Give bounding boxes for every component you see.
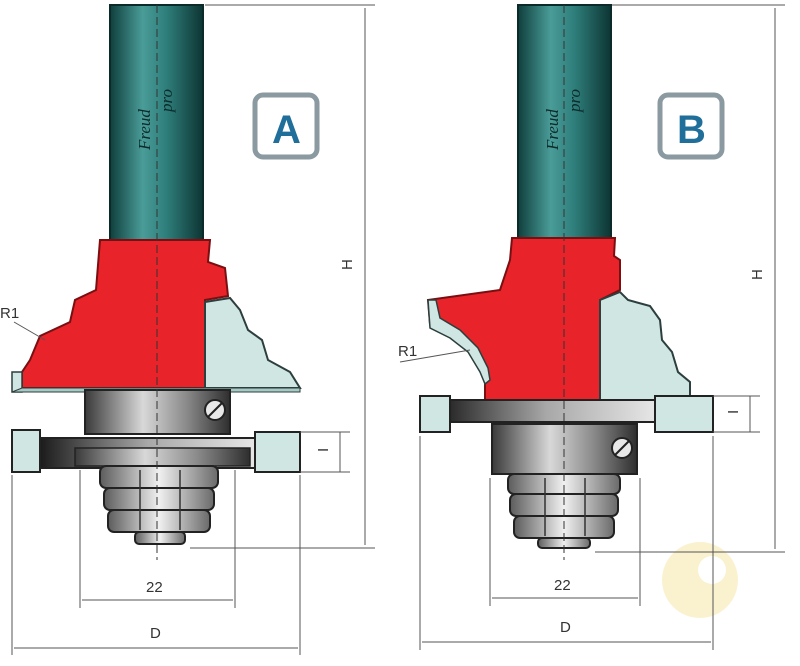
cutter-a: Freud pro H I (0, 4, 375, 655)
cutter-b-badge (657, 92, 725, 160)
cutter-a-body (21, 239, 230, 389)
cutter-a-dim-i: I (315, 448, 332, 452)
cutter-b-plate (437, 399, 656, 423)
cutter-a-dim-d: D (150, 625, 161, 642)
cutter-b-profile (599, 290, 691, 403)
cutter-b-dim-i: I (725, 410, 742, 414)
cutter-a-badge (252, 92, 320, 160)
cutter-b-dim-d: D (560, 619, 571, 636)
cutter-a-dim-r1: R1 (0, 305, 19, 322)
cutter-b-label: B (677, 108, 706, 152)
cutter-a-dim-h: H (339, 259, 356, 270)
watermark-logo (662, 542, 738, 618)
cutter-a-model: pro (157, 89, 176, 113)
cutter-b-shank (517, 4, 612, 242)
cutter-b-body (426, 237, 621, 403)
cutter-b-dim-h: H (749, 269, 766, 280)
cutter-b: Freud pro H I R1 (398, 4, 785, 650)
cutter-a-profile (204, 296, 302, 389)
cutter-b-model: pro (565, 89, 584, 113)
cutter-a-brand: Freud (135, 109, 154, 151)
cutter-a-label: A (272, 108, 301, 152)
cutter-a-dim-22: 22 (146, 579, 163, 596)
cutter-b-brand: Freud (543, 109, 562, 151)
cutter-b-dim-r1: R1 (398, 343, 417, 360)
cutter-a-shank (109, 4, 204, 242)
cutter-b-dim-22: 22 (554, 577, 571, 594)
